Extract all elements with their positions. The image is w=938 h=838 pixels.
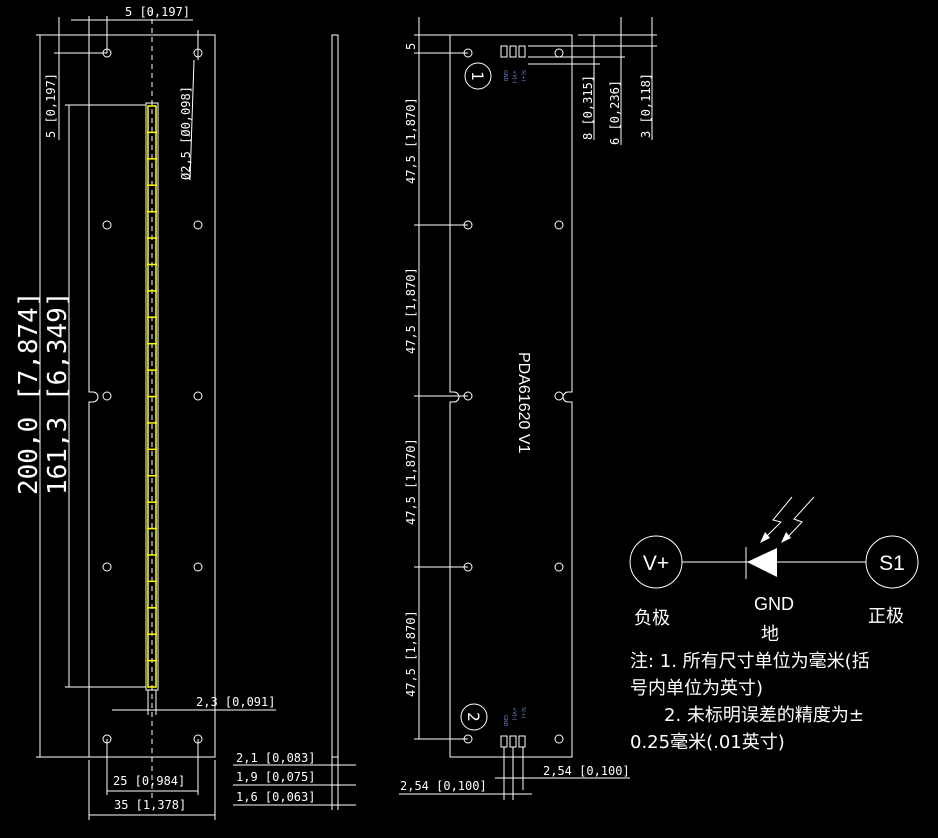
positive-label: 正极	[868, 606, 904, 627]
marker-1: 1	[468, 71, 487, 81]
dim-total-length: 200,0 [7,874]	[14, 292, 44, 496]
ground-label-cn: 地	[761, 624, 779, 645]
negative-label: 负极	[634, 608, 670, 629]
dim-right-top: 5	[404, 43, 418, 50]
pin-label-v-bottom: +V(-)	[511, 707, 517, 720]
node-s1-label: S1	[879, 552, 905, 575]
pin-label-s-bottom: S(+)	[520, 707, 526, 718]
dim-board-width: 35 [1,378]	[114, 798, 186, 812]
dim-spacing-1: 47,5 [1,870]	[404, 97, 418, 184]
dim-hole-diameter: Ø2,5 [Ø0,098]	[179, 86, 193, 180]
dim-hole-spacing: 25 [0,984]	[113, 774, 185, 788]
pin-label-s: S(+)	[520, 70, 526, 81]
light-arrows-icon	[760, 496, 815, 543]
mount-holes-left	[102, 48, 203, 744]
notes: 注: 1. 所有尺寸单位为毫米(括 号内单位为英寸) 2. 未标明误差的精度为±…	[630, 651, 870, 753]
note-line-3: 2. 未标明误差的精度为±	[664, 705, 864, 726]
note-line-4: 0.25毫米(.01英寸)	[630, 732, 785, 753]
side-profile	[331, 34, 339, 758]
note-line-2: 号内单位为英寸)	[630, 678, 763, 699]
top-pads	[500, 45, 526, 58]
schematic: V+ S1 GND 负极 正极 地	[629, 496, 919, 645]
dim-pitch-right: 2,54 [0,100]	[543, 764, 630, 778]
dim-8: 8 [0,315]	[581, 75, 595, 140]
side-view: 2,1 [0,083] 1,9 [0,075] 1,6 [0,063]	[233, 34, 356, 810]
dim-3: 3 [0,118]	[639, 73, 653, 138]
dim-spacing-2: 47,5 [1,870]	[404, 267, 418, 354]
note-line-1: 注: 1. 所有尺寸单位为毫米(括	[630, 651, 870, 672]
dim-6: 6 [0,236]	[608, 80, 622, 145]
board-label: PDA61620 V1	[515, 352, 532, 454]
gnd-label: GND	[754, 594, 794, 614]
pin-label-gnd: GND	[502, 70, 508, 82]
right-board-view: GND +V(-) S(+) GND +V(-) S(+) 1 2 PDA616…	[399, 17, 657, 800]
dim-left-offset: 5 [0,197]	[44, 73, 58, 138]
left-board-view: 5 [0,197] 5 [0,197] Ø2,5 [Ø0,098] 200,0 …	[14, 5, 276, 820]
photodiode-symbol	[747, 548, 777, 577]
pin-label-v: +V(-)	[511, 70, 517, 83]
dim-strip-length: 161,3 [6,349]	[43, 292, 73, 496]
mount-holes-right	[463, 48, 564, 744]
led-segments	[147, 131, 157, 662]
right-board-outline	[449, 34, 573, 758]
dim-spacing-3: 47,5 [1,870]	[404, 438, 418, 525]
dim-strip-width: 2,3 [0,091]	[196, 695, 275, 709]
dim-side-1: 2,1 [0,083]	[236, 751, 315, 765]
dim-side-3: 1,6 [0,063]	[236, 790, 315, 804]
dim-spacing-4: 47,5 [1,870]	[404, 610, 418, 697]
dim-pitch-left: 2,54 [0,100]	[400, 779, 487, 793]
led-strip-outline	[145, 102, 159, 691]
dim-top-offset: 5 [0,197]	[125, 5, 190, 19]
marker-2: 2	[464, 712, 483, 722]
dim-side-2: 1,9 [0,075]	[236, 770, 315, 784]
pin-label-gnd-bottom: GND	[502, 715, 508, 727]
bottom-pads	[500, 735, 526, 748]
node-v-plus-label: V+	[643, 552, 669, 575]
marker-1-circle	[464, 62, 492, 90]
marker-2-circle	[460, 703, 488, 731]
